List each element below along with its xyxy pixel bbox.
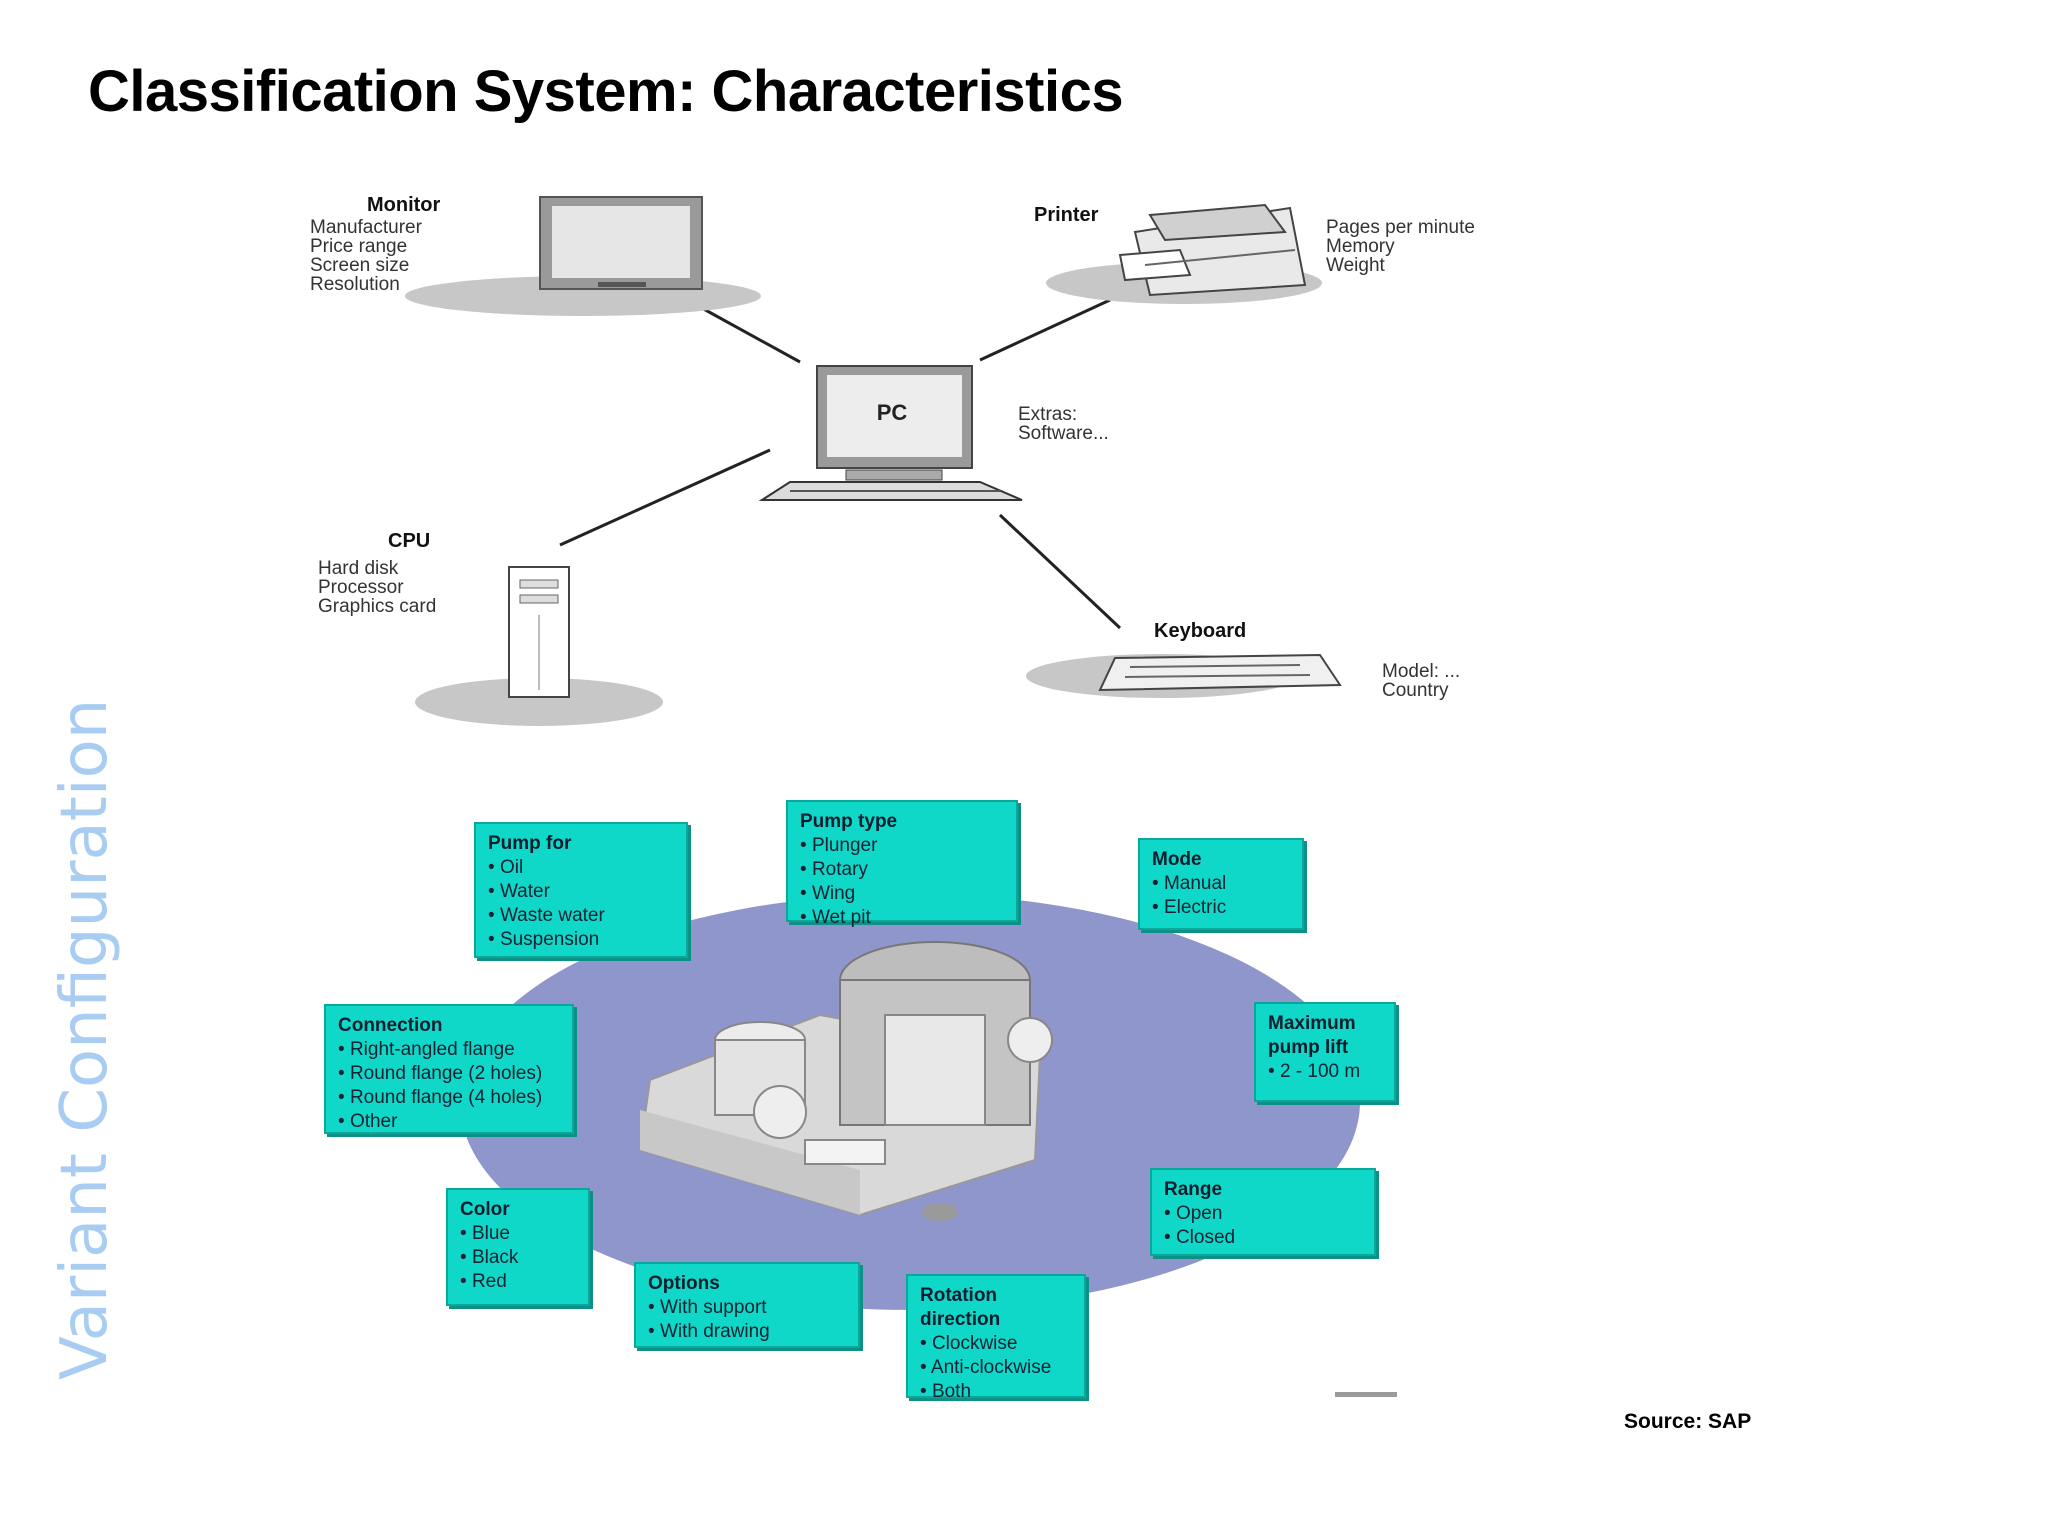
connector-cpu-pc <box>559 448 771 547</box>
connector-printer-pc <box>979 298 1111 362</box>
printer-name: Printer <box>1034 204 1099 226</box>
printer-label: Printer <box>1034 204 1099 228</box>
pc-features: Extras: Software... <box>1018 404 1109 444</box>
printer-icon <box>1046 203 1322 304</box>
source-note: Source: SAP <box>1624 1410 1752 1433</box>
keyboard-icon <box>1026 653 1342 698</box>
range-box: Range • Open • Closed <box>1150 1168 1376 1256</box>
page-title: Classification System: Characteristics <box>88 59 1124 124</box>
options-box: Options • With support • With drawing <box>634 1262 860 1348</box>
monitor-icon <box>405 196 761 316</box>
color-box: Color • Blue • Black • Red <box>446 1188 590 1306</box>
cpu-name: CPU <box>388 530 431 552</box>
pump-for-box: Pump for • Oil • Water • Waste water • S… <box>474 822 688 958</box>
pc-screen-label: PC <box>877 400 908 425</box>
max-pump-lift-box: Maximum pump lift • 2 - 100 m <box>1254 1002 1396 1102</box>
keyboard-name: Keyboard <box>1154 620 1247 642</box>
pc-icon <box>758 365 1023 501</box>
mode-box: Mode • Manual • Electric <box>1138 838 1304 930</box>
pump-icon <box>638 941 1053 1221</box>
connector-keyboard-pc <box>998 513 1122 630</box>
cpu-label: CPU Hard disk Processor Graphics card <box>318 530 437 617</box>
rotation-direction-box: Rotation direction • Clockwise • Anti-cl… <box>906 1274 1086 1402</box>
connection-box: Connection • Right-angled flange • Round… <box>324 1004 574 1134</box>
pump-type-box: Pump type • Plunger • Rotary • Wing • We… <box>786 800 1018 928</box>
monitor-name: Monitor <box>367 194 441 216</box>
monitor-label: Monitor Manufacturer Price range Screen … <box>310 194 441 295</box>
keyboard-label: Keyboard <box>1154 620 1247 644</box>
keyboard-features: Model: ... Country <box>1382 661 1461 701</box>
printer-features: Pages per minute Memory Weight <box>1326 217 1475 276</box>
cpu-icon <box>415 566 663 726</box>
connector-monitor-pc <box>699 305 801 364</box>
